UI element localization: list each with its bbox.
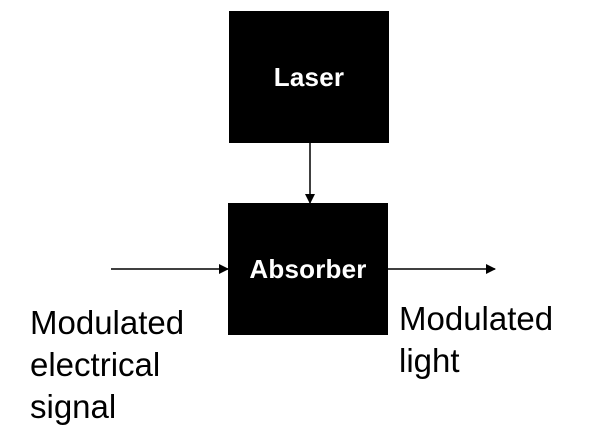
absorber-block: Absorber [228, 203, 388, 335]
absorber-label: Absorber [249, 253, 367, 284]
laser-label: Laser [273, 61, 345, 92]
laser-block: Laser [229, 11, 389, 143]
input-signal-caption: Modulated electrical signal [30, 304, 185, 425]
output-light-caption: Modulated light [399, 300, 554, 379]
